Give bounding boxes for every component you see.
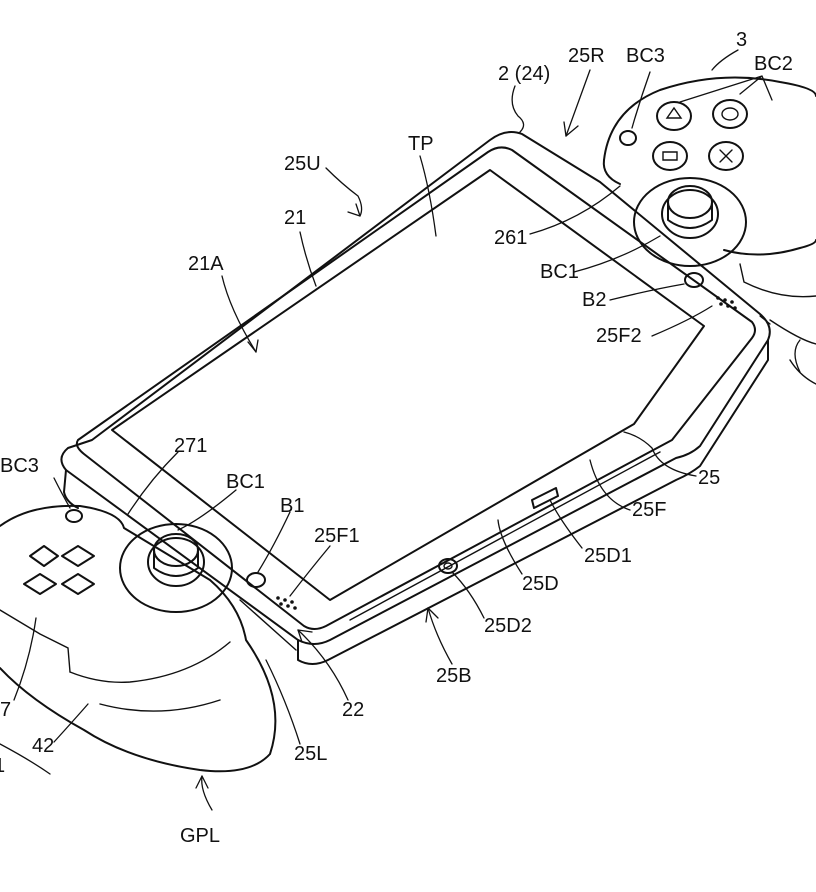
label-25D1: 25D1 bbox=[584, 545, 632, 567]
label-3: 3 bbox=[736, 29, 747, 51]
label-22: 22 bbox=[342, 699, 364, 721]
label-25B: 25B bbox=[436, 665, 472, 687]
label-42: 42 bbox=[32, 735, 54, 757]
label-25D: 25D bbox=[522, 573, 559, 595]
label-7: 7 bbox=[0, 699, 11, 721]
label-25: 25 bbox=[698, 467, 720, 489]
label-25U: 25U bbox=[284, 153, 321, 175]
label-1: 1 bbox=[0, 755, 5, 777]
label-21A: 21A bbox=[188, 253, 224, 275]
label-21: 21 bbox=[284, 207, 306, 229]
label-BC1-left: BC1 bbox=[226, 471, 265, 493]
label-BC2: BC2 bbox=[754, 53, 793, 75]
label-25L: 25L bbox=[294, 743, 327, 765]
label-BC3-left: BC3 bbox=[0, 455, 39, 477]
label-271: 271 bbox=[174, 435, 207, 457]
label-B2: B2 bbox=[582, 289, 606, 311]
label-2-24: 2 (24) bbox=[498, 63, 550, 85]
label-BC1-right: BC1 bbox=[540, 261, 579, 283]
dpad bbox=[24, 546, 94, 594]
label-25F2: 25F2 bbox=[596, 325, 642, 347]
label-25F1: 25F1 bbox=[314, 525, 360, 547]
label-25R: 25R bbox=[568, 45, 605, 67]
label-TP: TP bbox=[408, 133, 434, 155]
label-25D2: 25D2 bbox=[484, 615, 532, 637]
label-25F: 25F bbox=[632, 499, 666, 521]
label-B1: B1 bbox=[280, 495, 304, 517]
left-grip bbox=[0, 506, 275, 771]
face-buttons bbox=[653, 100, 747, 170]
label-261: 261 bbox=[494, 227, 527, 249]
label-GPL: GPL bbox=[180, 825, 220, 847]
label-BC3-top: BC3 bbox=[626, 45, 665, 67]
